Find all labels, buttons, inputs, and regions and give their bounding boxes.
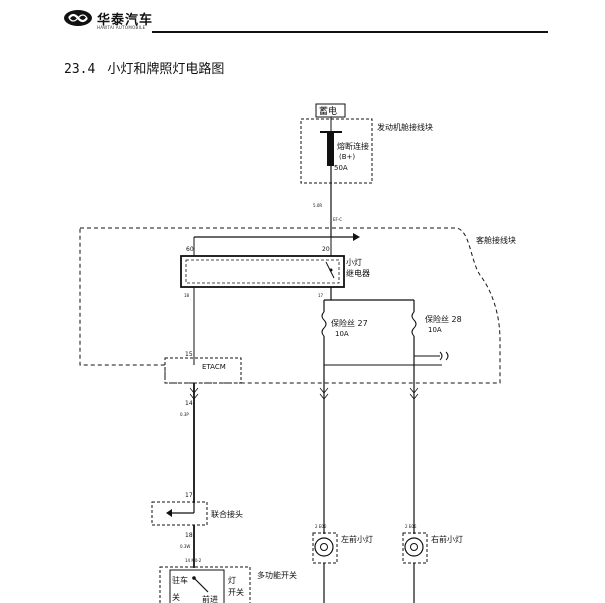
fusible-link-rating: 50A [334, 164, 348, 172]
pin-15: 15 [185, 351, 193, 358]
page-header: 华泰汽车 HAWTAI AUTOMOBILE [0, 0, 605, 40]
relay-inner [185, 259, 340, 284]
pin-code: 18 [184, 293, 190, 298]
switch-pivot [192, 576, 196, 580]
cabin-box-label: 客舱接线块 [476, 235, 516, 245]
engine-junction-box [300, 118, 373, 184]
section-number: 23.4 [64, 62, 96, 77]
wire-code: 5.0R [313, 203, 322, 208]
branch-continuation-icon [439, 351, 449, 361]
multifunction-switch [159, 566, 251, 603]
left-lamp-filament [320, 543, 328, 551]
left-lamp-box [312, 532, 338, 564]
header-divider [152, 31, 548, 33]
right-lamp-filament [410, 543, 418, 551]
brand-name: 华泰汽车 [97, 13, 154, 28]
fuse-28-rating: 10A [428, 326, 442, 334]
section-title-text: 小灯和牌照灯电路图 [107, 62, 225, 77]
switch-light-label: 灯 [228, 575, 236, 585]
cabin-junction-box [79, 227, 501, 384]
multifunction-switch-label: 多功能开关 [257, 570, 297, 580]
pin-14: 14 [185, 400, 193, 407]
pin-60: 60 [186, 246, 194, 253]
etacm-label: ETACM [202, 363, 226, 371]
switch-light-label-2: 开关 [228, 587, 244, 597]
fuse-27-symbol [321, 311, 327, 337]
switch-body [169, 569, 225, 603]
busbar-arrow-icon [353, 233, 360, 241]
wire-code: 0.3P [180, 412, 189, 417]
tail-lamp-relay [180, 255, 345, 288]
connector-code: EF-C [333, 217, 342, 222]
joint-arrow-icon [166, 509, 172, 517]
right-lamp-bulb-icon [404, 537, 424, 557]
pin-18: 18 [185, 532, 193, 539]
pin-code: 2 E06 [315, 524, 327, 529]
pin-code: 2 E06 [405, 524, 417, 529]
right-lamp-box [402, 532, 428, 564]
fusible-link-label-2: (B+) [339, 153, 355, 161]
connector-symbol [409, 387, 419, 400]
connector-symbol [319, 387, 329, 400]
fusible-link [327, 132, 334, 166]
switch-lever [193, 577, 209, 593]
wire-code: 0.3W [180, 544, 190, 549]
hawtai-logo-icon [64, 10, 92, 26]
relay-label-2: 继电器 [346, 268, 370, 278]
etacm-box [164, 357, 242, 384]
pin-code: 17 [318, 293, 324, 298]
joint-connector-label: 联合接头 [211, 509, 243, 519]
brand-name-en: HAWTAI AUTOMOBILE [97, 25, 146, 30]
fuse-28-symbol [411, 311, 417, 337]
left-lamp-label: 左前小灯 [341, 534, 373, 544]
fuse-27-label: 保险丝 27 [331, 318, 368, 328]
joint-connector [151, 501, 208, 526]
relay-label: 小灯 [346, 257, 362, 267]
pin-20: 20 [322, 246, 330, 253]
right-lamp-label: 右前小灯 [431, 534, 463, 544]
pin-code: 14 M0-2 [185, 558, 202, 563]
connector-symbol [189, 387, 199, 400]
switch-head-label: 前进 [202, 594, 218, 603]
relay-contact-pivot [329, 268, 333, 272]
fuse-27-rating: 10A [335, 330, 349, 338]
battery-label: 蓄电 [319, 105, 337, 117]
pin-17: 17 [185, 492, 193, 499]
fusible-link-label: 熔断连接 [337, 141, 369, 151]
engine-box-label: 发动机舱接线块 [377, 122, 433, 132]
fuse-28-label: 保险丝 28 [425, 314, 462, 324]
switch-park-label: 驻车 [172, 575, 188, 585]
switch-off-label: 关 [172, 592, 180, 602]
left-lamp-bulb-icon [314, 537, 334, 557]
section-title: 23.4 小灯和牌照灯电路图 [64, 58, 224, 77]
